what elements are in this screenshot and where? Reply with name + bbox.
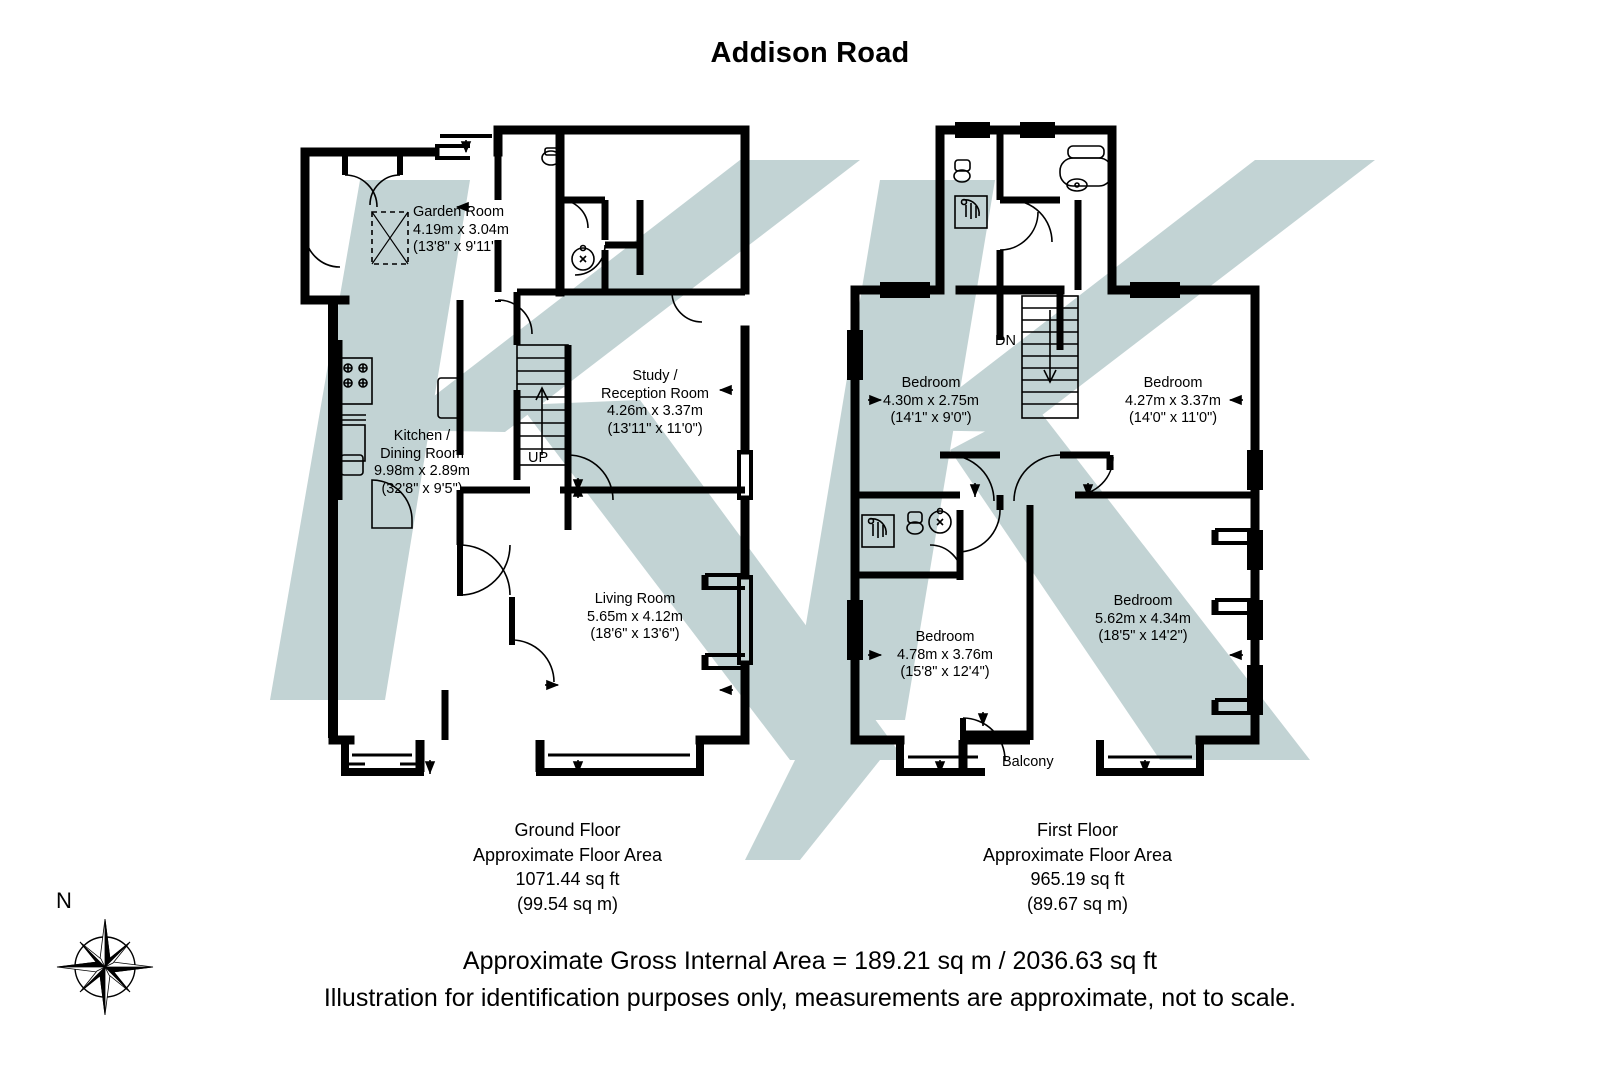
room-name: Bedroom [1143, 375, 1203, 391]
floor-area-sqft: 1071.44 sq ft [515, 869, 620, 889]
room-label-garden-room: Garden Room 4.19m x 3.04m (13'8" x 9'11"… [413, 204, 509, 257]
room-name: Kitchen / [393, 428, 451, 444]
room-label-bedroom-4: Bedroom 4.78m x 3.76m (15'8" x 12'4") [876, 629, 1014, 682]
room-name: Bedroom [1113, 593, 1173, 609]
floor-name: First Floor [1037, 820, 1118, 840]
room-imperial: (18'5" x 14'2") [1098, 628, 1188, 644]
stair-label-dn: DN [995, 333, 1016, 349]
disclaimer-text: Illustration for identification purposes… [323, 984, 1297, 1012]
room-imperial: (13'11" x 11'0") [607, 420, 703, 437]
room-name: Bedroom [915, 629, 975, 645]
room-imperial: (15'8" x 12'4") [900, 664, 990, 680]
room-name-2: Reception Room [601, 385, 709, 402]
room-imperial: (14'1" x 9'0") [890, 410, 972, 426]
room-label-bedroom-3: Bedroom 5.62m x 4.34m (18'5" x 14'2") [1074, 593, 1212, 646]
floor-name: Ground Floor [514, 820, 621, 840]
room-metric: 4.78m x 3.76m [897, 646, 993, 663]
page-title: Addison Road [710, 37, 910, 69]
floor-area-sqft: 965.19 sq ft [1030, 869, 1125, 889]
room-name: Living Room [594, 591, 676, 607]
room-label-bedroom-1: Bedroom 4.30m x 2.75m (14'1" x 9'0") [862, 375, 1000, 428]
room-imperial: (32'8" x 9'5") [381, 480, 463, 497]
first-floor-caption: First Floor Approximate Floor Area 965.1… [910, 818, 1245, 916]
room-metric: 5.65m x 4.12m [587, 608, 683, 625]
room-metric: 4.30m x 2.75m [883, 392, 979, 409]
room-metric: 4.27m x 3.37m [1125, 392, 1221, 409]
ground-floor-caption: Ground Floor Approximate Floor Area 1071… [400, 818, 735, 916]
room-label-kitchen-dining: Kitchen / Dining Room 9.98m x 2.89m (32'… [358, 428, 486, 498]
room-metric: 9.98m x 2.89m [374, 463, 470, 479]
room-imperial: (18'6" x 13'6") [590, 626, 680, 642]
room-imperial: (13'8" x 9'11") [413, 239, 502, 255]
floor-area-label: Approximate Floor Area [982, 844, 1173, 865]
room-name-2: Dining Room [380, 445, 464, 462]
room-label-living-room: Living Room 5.65m x 4.12m (18'6" x 13'6"… [572, 591, 698, 644]
room-imperial: (14'0" x 11'0") [1128, 410, 1218, 426]
compass-north-letter: N [56, 888, 72, 913]
gross-area-text: Approximate Gross Internal Area = 189.21… [462, 947, 1158, 975]
room-label-bedroom-2: Bedroom 4.27m x 3.37m (14'0" x 11'0") [1104, 375, 1242, 428]
floor-area-sqm: (89.67 sq m) [1026, 893, 1129, 914]
floor-area-label: Approximate Floor Area [472, 844, 663, 865]
room-name: Bedroom [901, 375, 961, 391]
balcony-label: Balcony [1002, 754, 1054, 770]
room-name: Study / [632, 368, 678, 384]
room-label-study-reception: Study / Reception Room 4.26m x 3.37m (13… [585, 368, 725, 438]
compass-rose-icon [56, 918, 154, 1016]
stair-label-up: UP [528, 450, 549, 466]
room-metric: 4.26m x 3.37m [607, 403, 703, 419]
room-name: Garden Room [413, 204, 505, 220]
room-metric: 5.62m x 4.34m [1095, 610, 1191, 627]
room-metric: 4.19m x 3.04m [413, 221, 509, 238]
floor-area-sqm: (99.54 sq m) [516, 893, 619, 914]
